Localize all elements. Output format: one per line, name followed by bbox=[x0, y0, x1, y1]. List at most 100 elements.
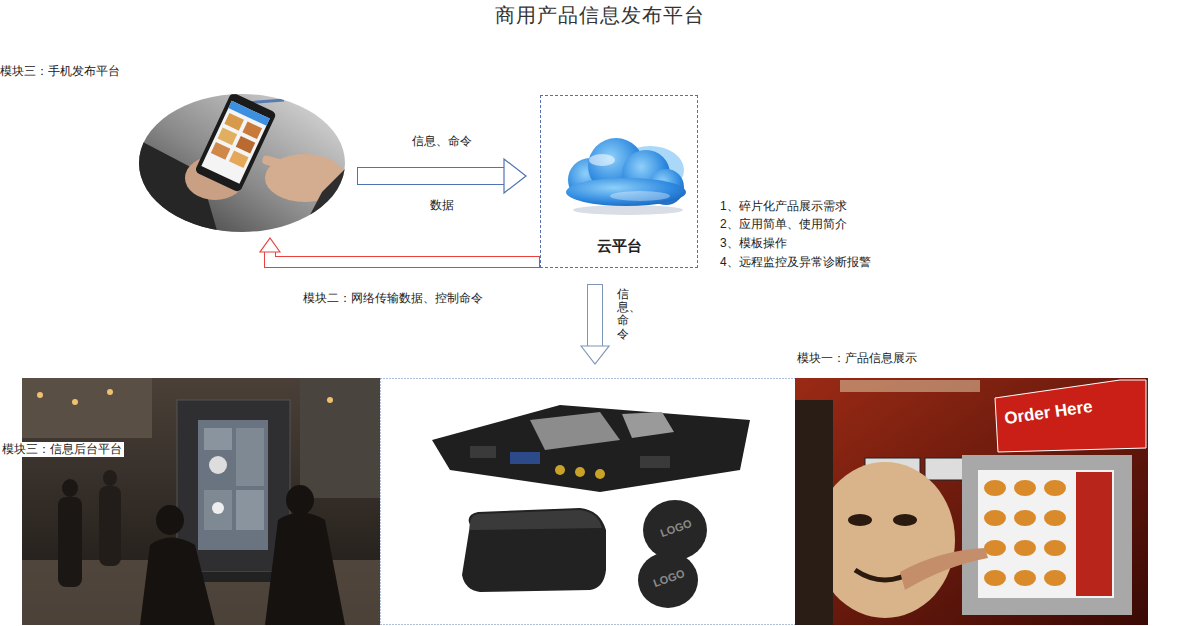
phone-photo-part bbox=[211, 142, 231, 160]
module-heading: 模块三：手机发布平台 bbox=[0, 64, 120, 79]
kiosk-photo-part bbox=[22, 378, 152, 438]
phone-photo-part bbox=[194, 92, 277, 193]
hardware-photo-part bbox=[638, 552, 698, 608]
kiosk-photo-part bbox=[107, 389, 113, 395]
connector-fill bbox=[588, 285, 602, 346]
data-arrow bbox=[357, 159, 526, 193]
flow-note: 数据 bbox=[430, 198, 454, 213]
feature-item: 4、远程监控及异常诊断报警 bbox=[720, 255, 871, 270]
product-logo: LOGO bbox=[659, 517, 694, 541]
kiosk-photo-part bbox=[156, 505, 184, 535]
kiosk-photo-part bbox=[58, 497, 82, 587]
feature-item: 1、碎片化产品展示需求 bbox=[720, 199, 847, 214]
hardware-photo-part bbox=[470, 446, 496, 458]
cloud-icon-part bbox=[573, 205, 683, 215]
restaurant-photo-part bbox=[840, 380, 980, 392]
connector-fill bbox=[358, 168, 504, 184]
cloud-icon bbox=[566, 138, 686, 215]
module-heading: 模块三：信息后台平台 bbox=[0, 442, 124, 457]
restaurant-photo-part bbox=[978, 470, 1114, 598]
cloud-icon-part bbox=[610, 191, 670, 201]
restaurant-photo-part bbox=[984, 570, 1006, 586]
kiosk-photo-part bbox=[204, 490, 232, 530]
hardware-photo-part bbox=[510, 452, 540, 464]
restaurant-photo-part bbox=[1044, 540, 1066, 556]
restaurant-photo-part bbox=[1014, 570, 1036, 586]
cloud-platform: 云平台 bbox=[540, 95, 698, 268]
command-arrow bbox=[581, 284, 609, 364]
kiosk-photo-part bbox=[327, 397, 333, 403]
restaurant-photo-part bbox=[900, 548, 988, 590]
phone-photo-part bbox=[236, 136, 256, 154]
hardware-photo-part bbox=[462, 508, 606, 592]
restaurant-photo-part bbox=[1044, 510, 1066, 526]
diagram-title: 商用产品信息发布平台 bbox=[495, 3, 705, 28]
kiosk-photo-part bbox=[286, 485, 314, 515]
phone-photo bbox=[139, 92, 346, 234]
connector-fill bbox=[270, 252, 539, 262]
kiosk-photo-part bbox=[209, 456, 227, 474]
phone-photo-part bbox=[229, 150, 249, 168]
kiosk-photo-part bbox=[103, 470, 117, 486]
restaurant-photo-part bbox=[984, 510, 1006, 526]
arrow-head bbox=[504, 159, 526, 193]
arrow-head bbox=[260, 238, 280, 252]
kiosk-photo-part bbox=[265, 513, 345, 626]
connector-label: 信息、命令 bbox=[412, 134, 472, 149]
hardware-photo-part bbox=[595, 469, 605, 479]
terminal-group: 模块一：产品信息展示模块三：信息后台平台 bbox=[22, 378, 1148, 625]
restaurant-photo-part bbox=[984, 540, 1006, 556]
sign-text: Order Here bbox=[1003, 396, 1094, 429]
restaurant-photo-part bbox=[984, 480, 1066, 586]
hardware-photo-part bbox=[643, 500, 707, 560]
hardware-photo-part bbox=[432, 405, 750, 492]
connector-outline bbox=[270, 252, 540, 262]
product-logo: LOGO bbox=[652, 567, 687, 591]
hardware-photo-part bbox=[380, 378, 795, 625]
hardware-photo bbox=[380, 378, 1148, 625]
phone-photo-part bbox=[201, 101, 269, 184]
feedback-arrow bbox=[260, 238, 540, 262]
hardware-photo-part bbox=[470, 510, 602, 530]
phone-photo-part bbox=[261, 155, 304, 175]
restaurant-photo-part bbox=[795, 378, 1148, 625]
connector-label: 模块二：网络传输数据、控制命令 bbox=[303, 291, 483, 306]
connector-outline bbox=[357, 167, 504, 185]
hardware-photo-part bbox=[530, 412, 620, 450]
restaurant-photo-part bbox=[1014, 540, 1036, 556]
kiosk-photo-part bbox=[236, 490, 264, 530]
kiosk-photo-part bbox=[62, 479, 78, 497]
restaurant-photo-part bbox=[1014, 480, 1036, 496]
phone-photo-part bbox=[224, 113, 244, 131]
feature-item: 3、模板操作 bbox=[720, 236, 787, 251]
restaurant-photo-part bbox=[1044, 480, 1066, 496]
kiosk-photo-part bbox=[99, 486, 121, 566]
phone-photo-part bbox=[139, 94, 346, 234]
cloud-icon-part bbox=[589, 154, 615, 166]
kiosk-photo-part bbox=[204, 428, 232, 450]
feature-item: 2、应用简单、使用简介 bbox=[720, 217, 847, 232]
restaurant-photo-part bbox=[1044, 570, 1066, 586]
connector-outline bbox=[587, 284, 603, 346]
kiosk-photo bbox=[22, 378, 380, 625]
kiosk-photo-part bbox=[37, 392, 43, 398]
restaurant-photo-part bbox=[893, 514, 917, 526]
kiosk-photo-part bbox=[236, 428, 264, 486]
hardware-photo-part bbox=[555, 465, 565, 475]
phone-photo-part bbox=[242, 121, 262, 139]
kiosk-photo-part bbox=[22, 378, 380, 625]
connector-label: 信息、命令 bbox=[617, 288, 629, 341]
cloud-icon-part bbox=[566, 178, 686, 206]
kiosk-photo-part bbox=[140, 538, 215, 626]
hardware-photo-part bbox=[575, 467, 585, 477]
hardware-photo-part bbox=[622, 412, 674, 438]
restaurant-photo bbox=[795, 378, 1148, 625]
phone-photo-part bbox=[194, 92, 277, 193]
restaurant-photo-part bbox=[1076, 472, 1112, 596]
phone-photo-part bbox=[300, 168, 346, 234]
restaurant-photo-part bbox=[984, 480, 1006, 496]
restaurant-photo-part bbox=[995, 380, 1146, 452]
restaurant-photo-part bbox=[795, 400, 833, 625]
